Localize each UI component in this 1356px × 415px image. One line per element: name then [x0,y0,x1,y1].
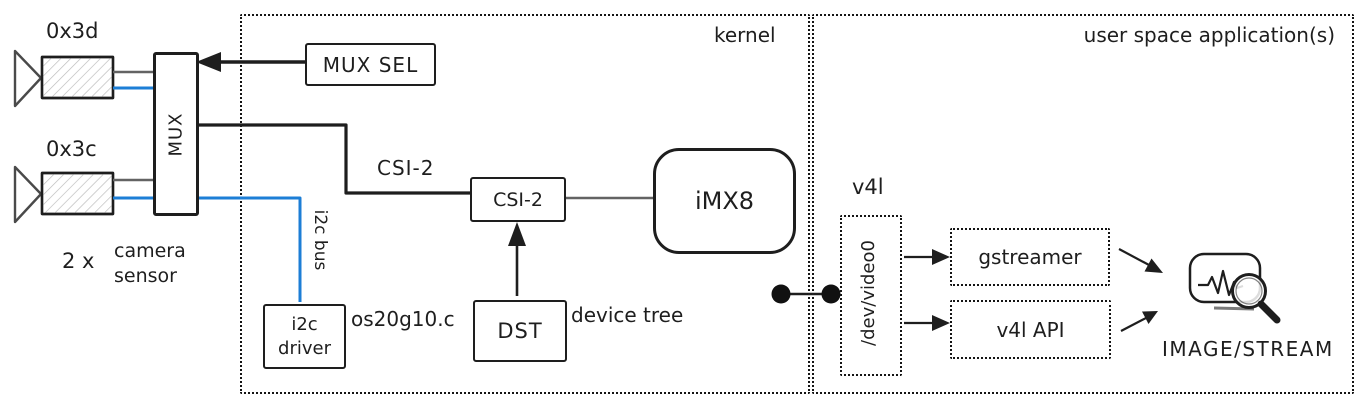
gstreamer-label: gstreamer [978,245,1082,269]
user-space-region-box [812,14,1354,394]
kernel-region-label: kernel [714,23,776,47]
mux-sel-label: MUX SEL [322,52,419,77]
csi2-box-label: CSI-2 [493,188,543,211]
mux-node: MUX [153,52,199,216]
camera1-address-label: 0x3d [46,19,99,43]
camera-2-icon [13,165,115,224]
link-connector-icon [771,284,841,304]
image-stream-label: IMAGE/STREAM [1162,337,1334,361]
i2c-driver-node: i2c driver [263,304,346,369]
dst-node: DST [473,300,567,362]
video0-to-gstreamer-arrow [904,249,950,265]
v4l-api-label: v4l API [996,317,1065,342]
camera-caption: camera sensor [114,239,186,289]
v4lapi-to-output-arrow [1120,311,1158,332]
image-stream-icon [1188,252,1281,324]
csi2-wire-label: CSI-2 [377,156,435,180]
mux-to-csi2-wire [190,123,470,195]
camera-caption-line1: camera [114,240,186,262]
magnifier-icon [1231,273,1281,324]
device-tree-label: device tree [571,303,684,327]
imx8-node: iMX8 [653,148,796,254]
camera-caption-line2: sensor [114,265,177,287]
camera2-address-label: 0x3c [46,137,97,161]
mux-sel-node: MUX SEL [305,43,436,86]
i2c-bus-label: i2c bus [310,209,330,271]
mux-label: MUX [165,111,187,157]
csi2-node: CSI-2 [470,177,566,222]
video0-to-v4lapi-arrow [904,315,950,331]
kernel-region-box [240,14,810,394]
user-space-region-label: user space application(s) [1083,23,1335,47]
driver-file-label: os20g10.c [351,307,455,331]
dst-label: DST [497,319,543,343]
dev-video0-node [840,215,902,376]
v4l-label: v4l [852,175,884,199]
dst-arrow [508,222,526,296]
i2c-driver-label-line1: i2c [291,313,318,335]
i2c-driver-label-line2: driver [278,337,331,359]
gstreamer-to-output-arrow [1118,248,1163,273]
imx8-label: iMX8 [694,187,755,215]
camera-count-label: 2 x [62,249,95,273]
mux-sel-arrow [196,52,305,72]
dev-video0-label: /dev/video0 [858,240,879,346]
camera-1-icon [13,49,115,108]
gstreamer-node: gstreamer [950,228,1110,286]
v4l-api-node: v4l API [950,300,1111,359]
